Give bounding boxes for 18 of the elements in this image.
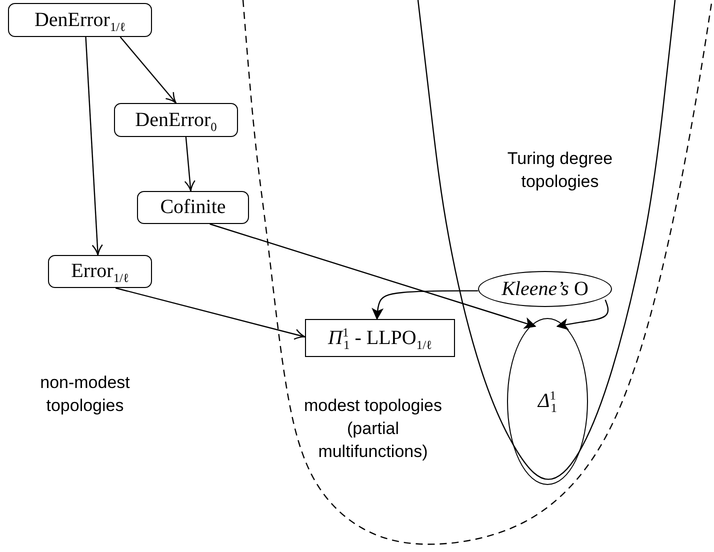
rounded-box (8, 3, 152, 37)
box (305, 319, 455, 357)
arrow (210, 223, 536, 329)
region-label: non-modest topologies (39, 372, 131, 417)
ellipse-node (507, 318, 588, 485)
node-label: Kleene’s O (502, 278, 588, 300)
node-label: DenError$_{1/ℓ}$ (34, 8, 126, 32)
region-label: modest topologies (partial multifunctions) (303, 395, 443, 463)
region-label: Turing degree topologies (506, 148, 614, 193)
node-label: Cofinite (160, 196, 226, 219)
node-label: Π$^{1}$$_{1}$ - LLPO$_{1/ℓ}$ (328, 326, 432, 350)
rounded-box (48, 255, 152, 288)
rounded-box (137, 191, 249, 224)
arrow (372, 290, 478, 320)
rounded-box (114, 103, 238, 137)
node-label: Error$_{1/ℓ}$ (71, 260, 129, 283)
ellipse-node (478, 271, 612, 307)
node-label: DenError$_{0}$ (135, 108, 217, 132)
